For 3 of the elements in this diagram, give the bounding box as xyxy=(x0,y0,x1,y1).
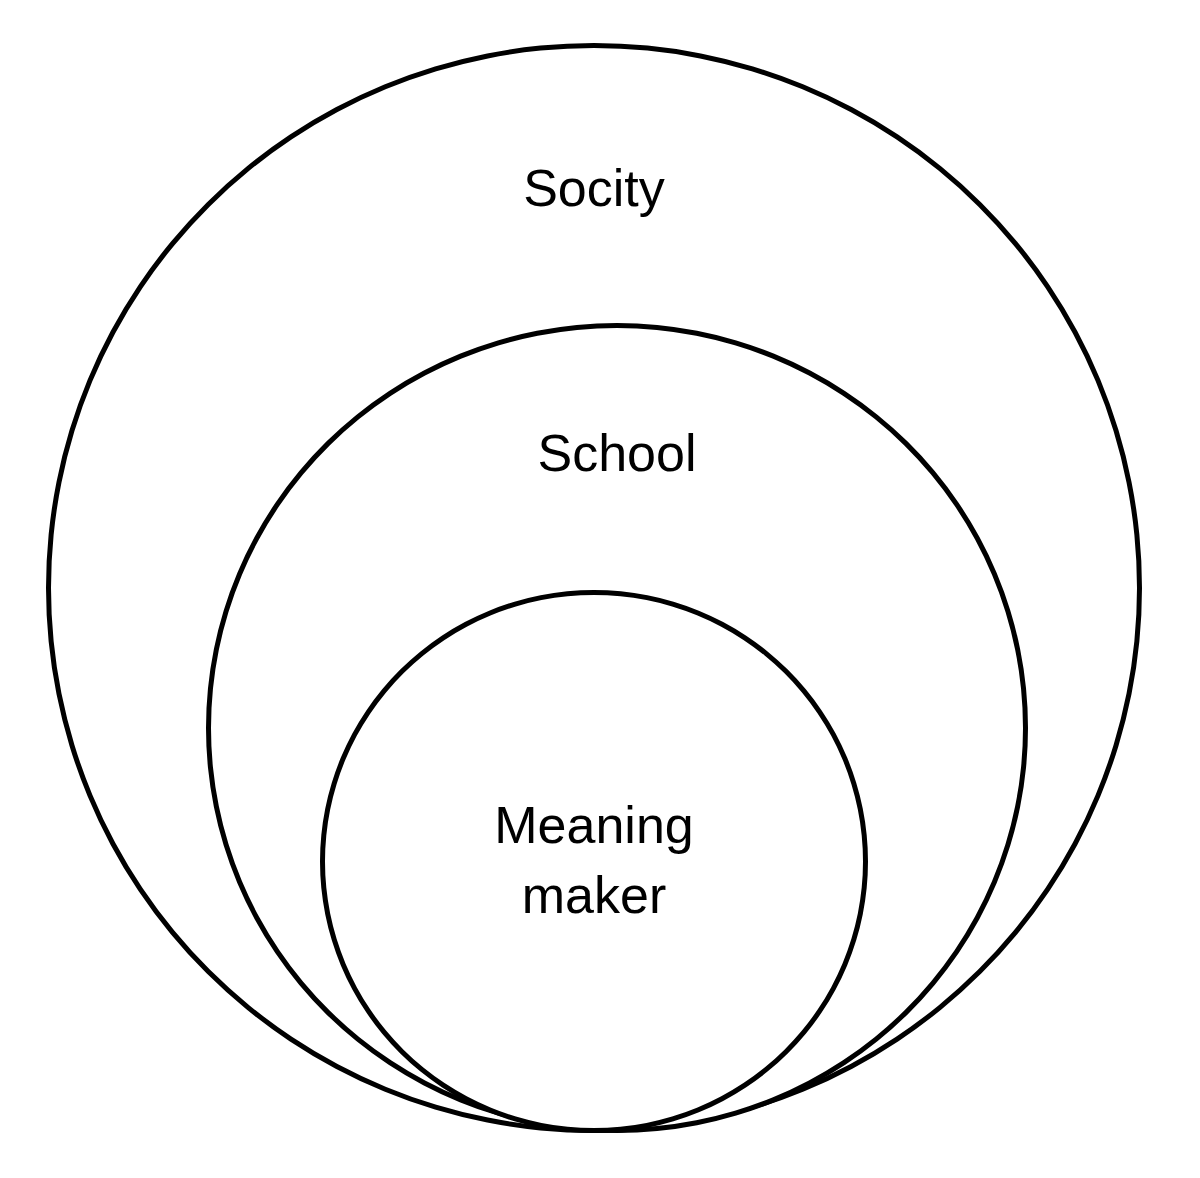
circle-label: Meaning maker xyxy=(493,795,695,926)
circle-label: Socity xyxy=(523,158,665,219)
circle-label: School xyxy=(537,423,697,484)
